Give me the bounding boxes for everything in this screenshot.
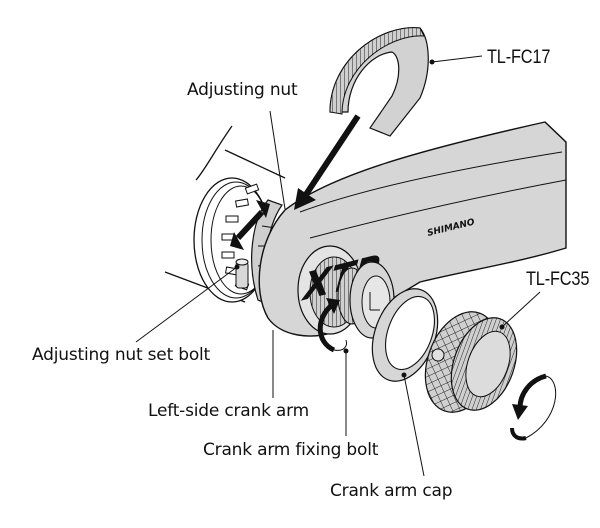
label-tl-fc17: TL-FC17 — [487, 47, 551, 68]
label-tl-fc35: TL-FC35 — [526, 269, 590, 290]
leader-lines — [135, 55, 541, 477]
label-adjusting-nut-set-bolt: Adjusting nut set bolt — [32, 345, 211, 365]
adjust-direction-arrow — [230, 200, 270, 250]
rotate-arrow-tool — [510, 373, 557, 441]
label-crank-arm-fixing-bolt: Crank arm fixing bolt — [203, 440, 379, 460]
label-adjusting-nut: Adjusting nut — [187, 80, 298, 100]
leader-tl-fc35 — [501, 291, 541, 328]
leader-adjusting-nut — [269, 110, 286, 210]
tl-fc17-tool — [329, 27, 435, 137]
label-crank-arm-cap: Crank arm cap — [330, 481, 453, 501]
adjusting-nut-set-bolt — [234, 258, 249, 289]
tighten-arrow-bolt — [317, 298, 347, 353]
leader-tl-fc17 — [431, 55, 483, 63]
install-arrow — [302, 114, 361, 198]
leader-crank-arm-cap — [403, 374, 425, 477]
label-left-side-crank-arm: Left-side crank arm — [148, 401, 309, 421]
tl-fc35-tool — [424, 311, 518, 413]
leader-set-bolt — [135, 266, 238, 343]
